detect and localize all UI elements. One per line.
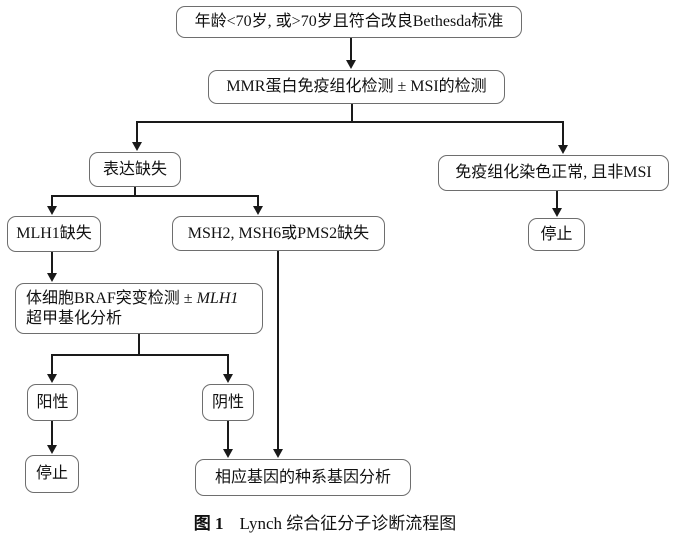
connector-loss-stub	[134, 187, 136, 197]
connector-split3-right-drop	[227, 354, 229, 376]
arrowhead-to-negative	[223, 374, 233, 383]
node-bethesda-criteria: 年龄<70岁, 或>70岁且符合改良Bethesda标准	[176, 6, 522, 38]
arrowhead-to-stop-right	[552, 208, 562, 217]
node-stop-right: 停止	[528, 218, 585, 251]
arrowhead-to-expression-loss	[132, 142, 142, 151]
arrowhead-to-positive	[47, 374, 57, 383]
connector-msh-to-germline	[277, 251, 279, 451]
connector-split1-left-drop	[136, 121, 138, 144]
node-mmr-ihc-msi-test: MMR蛋白免疫组化检测 ± MSI的检测	[208, 70, 505, 104]
arrowhead-to-ihc-normal	[558, 145, 568, 154]
connector-split1-horizontal	[136, 121, 564, 123]
connector-split1-right-drop	[562, 121, 564, 147]
figure-caption-title: Lynch 综合征分子诊断流程图	[239, 514, 457, 533]
node-msh2-msh6-pms2-loss: MSH2, MSH6或PMS2缺失	[172, 216, 385, 251]
connector-normal-to-stop	[556, 191, 558, 210]
connector-ihc-stub	[351, 104, 353, 123]
connector-split2-left-drop	[51, 195, 53, 208]
connector-criteria-to-ihc	[350, 38, 352, 62]
arrowhead-to-braf	[47, 273, 57, 282]
node-negative: 阴性	[202, 384, 254, 421]
arrowhead-to-mlh1-loss	[47, 206, 57, 215]
node-expression-loss: 表达缺失	[89, 152, 181, 187]
figure-caption-label: 图 1	[193, 514, 224, 533]
node-mlh1-loss: MLH1缺失	[7, 216, 101, 252]
arrowhead-to-msh-loss	[253, 206, 263, 215]
connector-split2-right-drop	[257, 195, 259, 208]
connector-split2-horizontal	[51, 195, 259, 197]
braf-text: 体细胞BRAF突变检测 ± MLH1 超甲基化分析	[26, 289, 238, 329]
arrowhead-msh-to-germline	[273, 449, 283, 458]
connector-braf-stub	[138, 334, 140, 356]
node-germline-analysis: 相应基因的种系基因分析	[195, 459, 411, 496]
node-braf-mutation-test: 体细胞BRAF突变检测 ± MLH1 超甲基化分析	[15, 283, 263, 334]
node-positive: 阳性	[27, 384, 78, 421]
connector-split3-left-drop	[51, 354, 53, 376]
braf-text-line1: 体细胞BRAF突变检测 ±	[26, 289, 197, 307]
connector-mlh1-to-braf	[51, 252, 53, 275]
figure-caption: 图 1 Lynch 综合征分子诊断流程图	[0, 509, 650, 534]
connector-positive-to-stop	[51, 421, 53, 447]
arrowhead-negative-to-germline	[223, 449, 233, 458]
braf-text-line2: 超甲基化分析	[26, 309, 123, 327]
node-stop-left: 停止	[25, 455, 79, 493]
connector-split3-horizontal	[51, 354, 229, 356]
braf-gene-italic: MLH1	[196, 289, 239, 307]
arrowhead-to-stop-left	[47, 445, 57, 454]
node-ihc-normal-non-msi: 免疫组化染色正常, 且非MSI	[438, 155, 669, 191]
arrowhead-criteria-to-ihc	[346, 60, 356, 69]
connector-negative-to-germline	[227, 421, 229, 451]
